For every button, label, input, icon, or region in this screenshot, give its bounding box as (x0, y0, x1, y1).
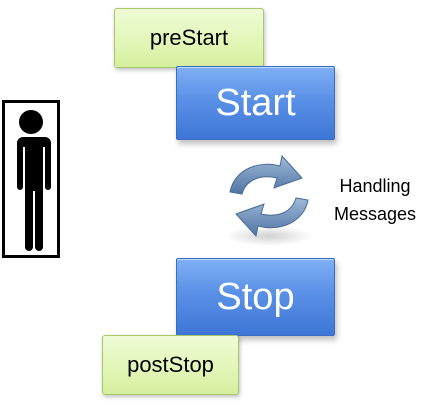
prestart-box: preStart (114, 8, 264, 68)
poststop-label: postStop (127, 352, 214, 377)
person-frame (2, 100, 60, 258)
person-icon (17, 110, 51, 251)
start-box: Start (176, 66, 335, 140)
cycle-arrows-icon (225, 154, 313, 246)
start-label: Start (215, 81, 296, 124)
stop-label: Stop (216, 275, 295, 318)
poststop-box: postStop (102, 335, 239, 395)
handling-line-2: Messages (333, 204, 417, 224)
handling-messages-label: Handling Messages (322, 172, 428, 228)
prestart-label: preStart (149, 25, 229, 50)
handling-line-1: Handling (339, 176, 411, 196)
stop-box: Stop (176, 258, 335, 336)
